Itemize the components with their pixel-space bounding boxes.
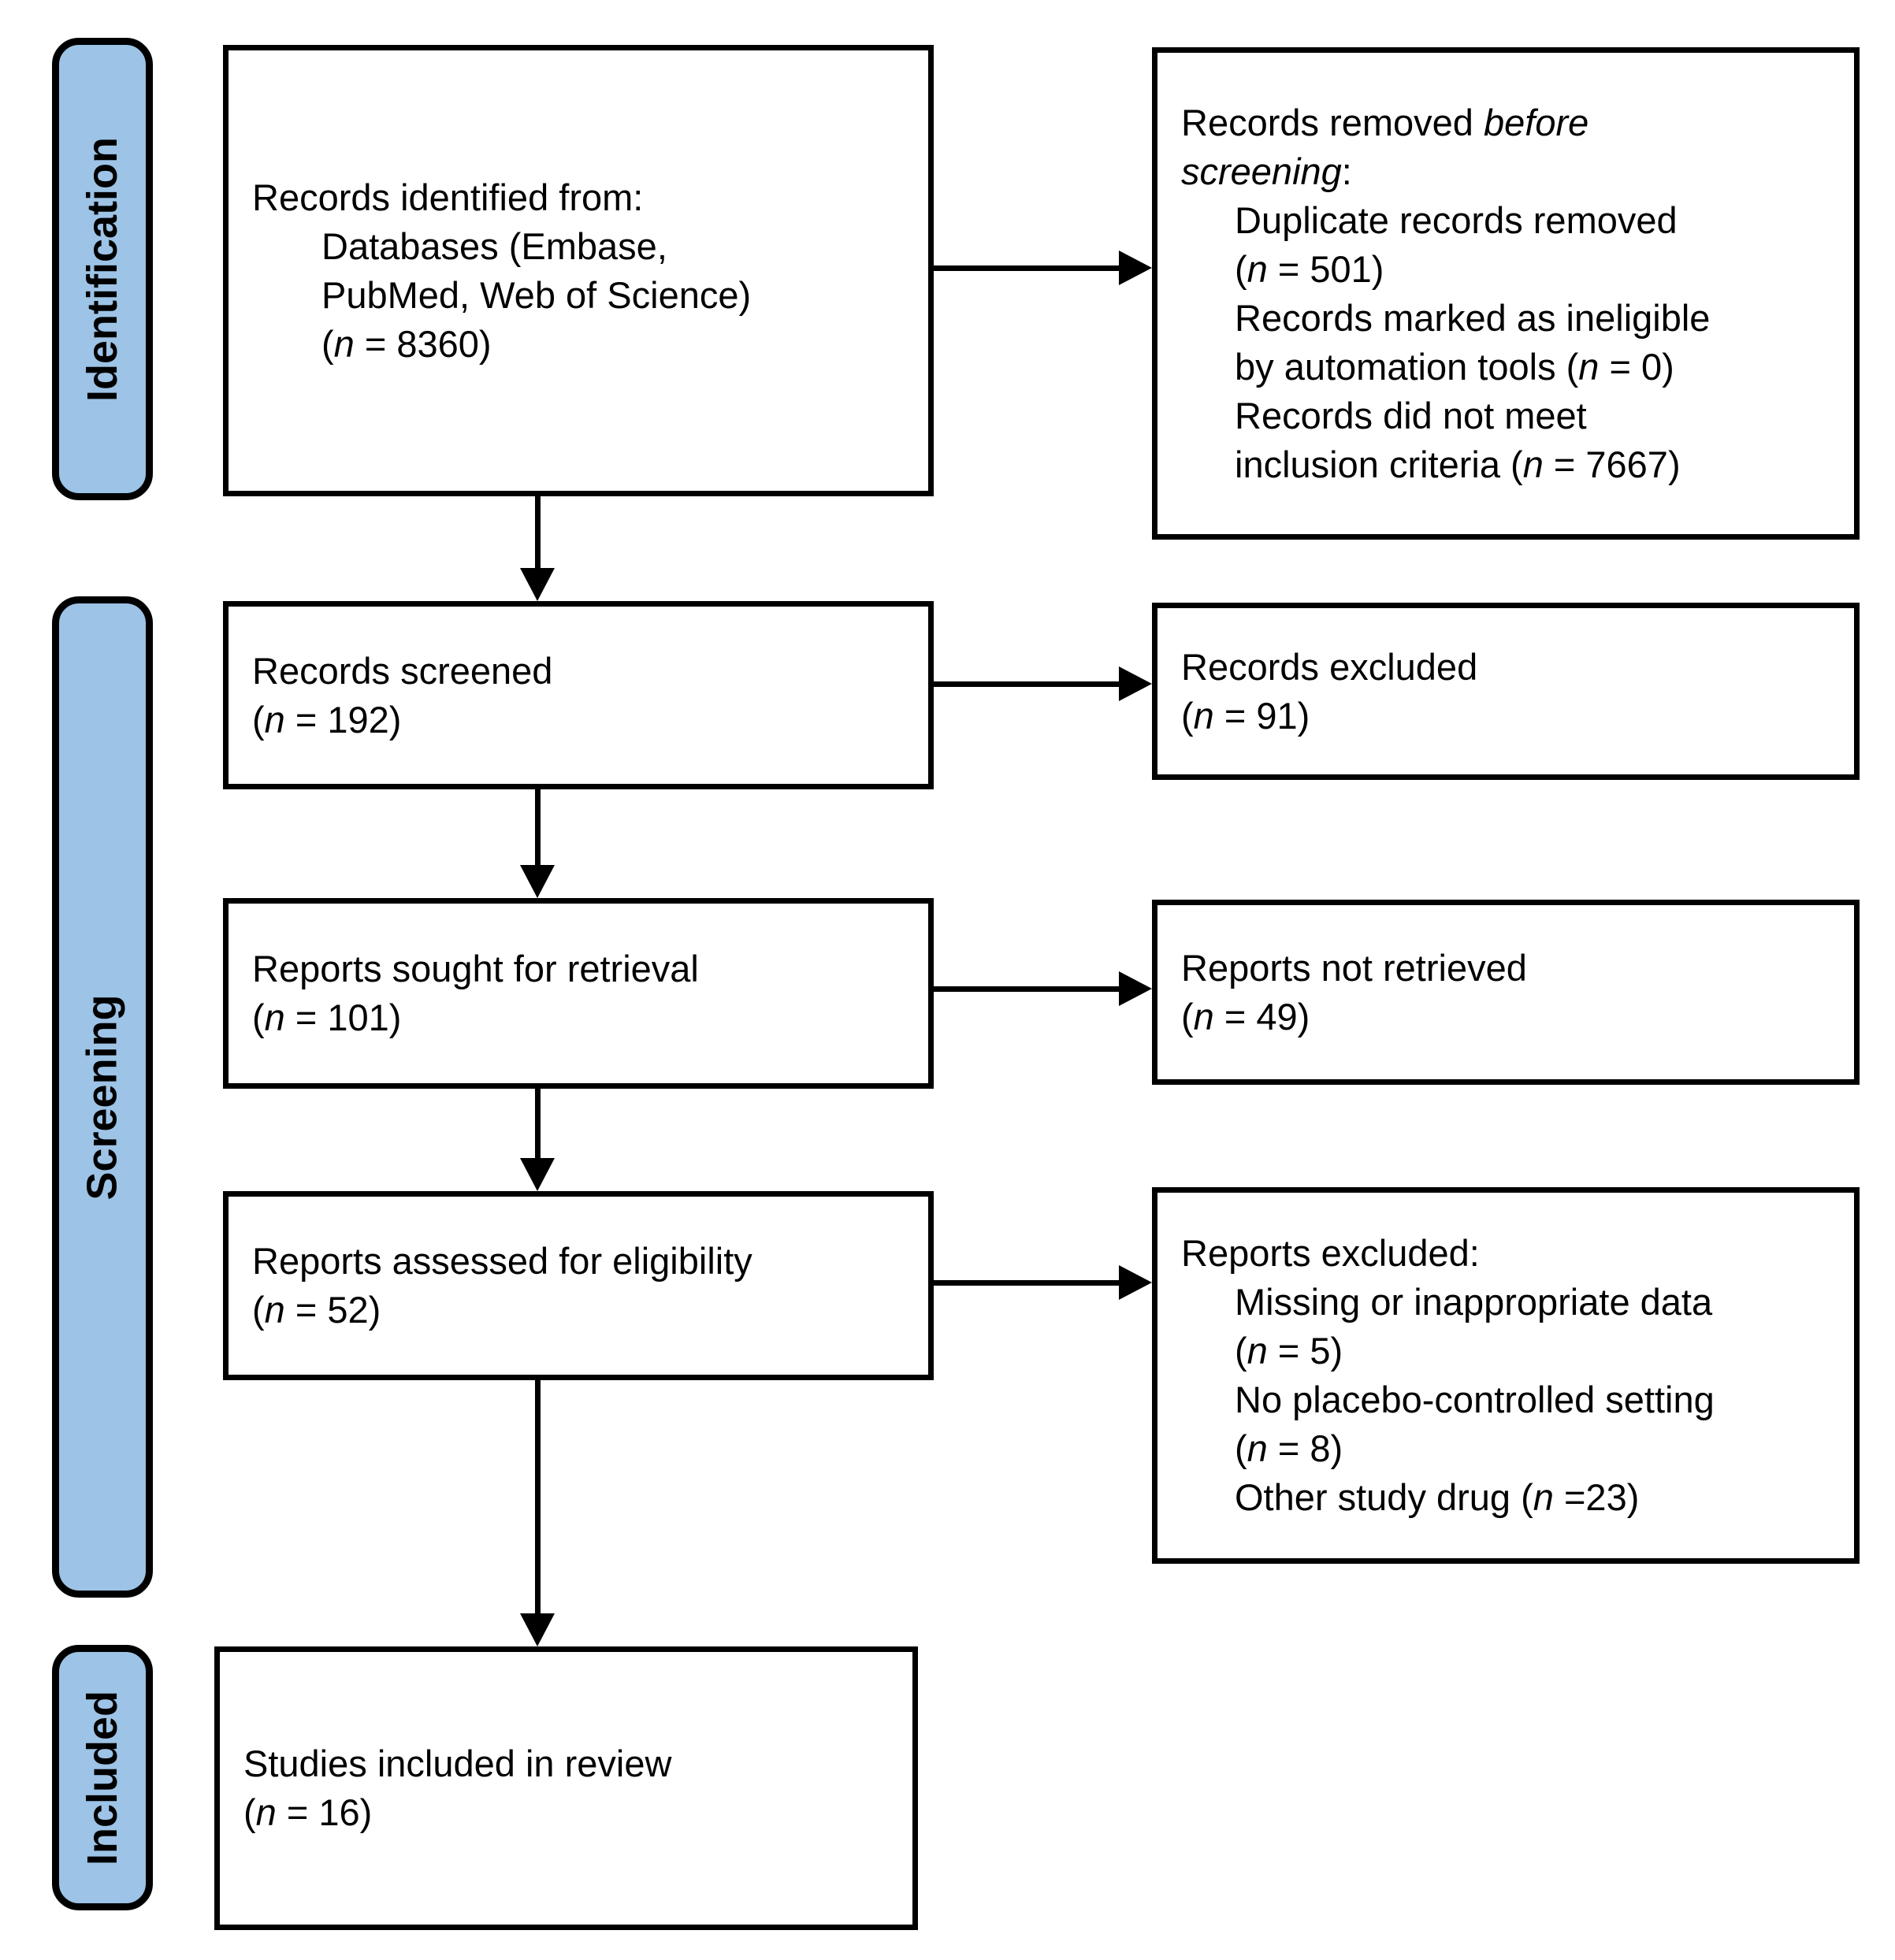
stage-bar-identification: Identification	[52, 38, 153, 500]
arrow-head-right-icon	[1119, 251, 1152, 285]
text-line: (n = 16)	[243, 1791, 373, 1833]
arrow-shaft	[534, 496, 541, 568]
text-line: PubMed, Web of Science)	[321, 273, 752, 316]
arrow-screened-to-excluded	[934, 666, 1152, 701]
stage-label-identification: Identification	[79, 136, 126, 402]
box-reports-excluded: Reports excluded: Missing or inappropriat…	[1152, 1187, 1860, 1564]
text-line: (n = 91)	[1181, 694, 1310, 737]
text-line: Records marked as ineligible	[1235, 296, 1711, 339]
text-line: Other study drug (n =23)	[1235, 1476, 1640, 1518]
text-line: by automation tools (n = 0)	[1235, 345, 1674, 388]
text-line: Databases (Embase,	[321, 225, 667, 267]
arrow-identified-to-screened	[520, 496, 555, 601]
text-line: screening:	[1181, 150, 1352, 192]
box-studies-included: Studies included in review (n = 16)	[214, 1646, 918, 1930]
arrow-sought-to-not-retrieved	[934, 971, 1152, 1006]
text-line: (n = 5)	[1235, 1330, 1343, 1372]
text-line: Records identified from:	[252, 176, 644, 218]
box-reports-sought: Reports sought for retrieval (n = 101)	[223, 898, 934, 1089]
box-records-excluded: Records excluded (n = 91)	[1152, 603, 1860, 780]
text-line: (n = 101)	[252, 997, 402, 1038]
stage-bar-included: Included	[52, 1645, 153, 1910]
box-reports-assessed: Reports assessed for eligibility (n = 52)	[223, 1191, 934, 1380]
text-line: Reports sought for retrieval	[252, 948, 699, 989]
arrow-head-down-icon	[520, 568, 555, 601]
stage-label-screening: Screening	[79, 993, 126, 1201]
arrow-head-right-icon	[1119, 666, 1152, 701]
arrow-shaft	[934, 265, 1119, 271]
text-line: Duplicate records removed	[1235, 199, 1678, 241]
text-line: Records excluded	[1181, 645, 1478, 688]
text-line: inclusion criteria (n = 7667)	[1235, 443, 1681, 485]
arrow-screened-to-sought	[520, 789, 555, 898]
text-line: (n = 501)	[1235, 247, 1384, 290]
arrow-assessed-to-included	[520, 1380, 555, 1646]
text-line: Missing or inappropriate data	[1235, 1281, 1713, 1323]
arrow-head-down-icon	[520, 1158, 555, 1191]
arrow-head-right-icon	[1119, 971, 1152, 1006]
text-line: Records did not meet	[1235, 394, 1587, 436]
arrow-shaft	[534, 789, 541, 865]
text-line: Studies included in review	[243, 1743, 672, 1784]
text-line: Reports not retrieved	[1181, 946, 1527, 989]
text-line: No placebo-controlled setting	[1235, 1379, 1715, 1420]
arrow-shaft	[934, 1279, 1119, 1286]
arrow-sought-to-assessed	[520, 1089, 555, 1191]
text-line: (n = 49)	[1181, 995, 1310, 1038]
box-records-identified: Records identified from: Databases (Embas…	[223, 45, 934, 496]
arrow-shaft	[534, 1089, 541, 1158]
text-line: (n = 192)	[252, 698, 402, 741]
text-line: Records screened	[252, 649, 553, 692]
arrow-head-down-icon	[520, 1613, 555, 1646]
box-records-screened: Records screened (n = 192)	[223, 601, 934, 789]
text-line: Records removed before	[1181, 101, 1589, 143]
text-line: Reports excluded:	[1181, 1232, 1480, 1274]
arrow-assessed-to-excluded	[934, 1265, 1152, 1300]
box-records-removed-before-screening: Records removed before screening: Duplicat…	[1152, 47, 1860, 540]
stage-label-included: Included	[79, 1690, 127, 1865]
text-line: (n = 8360)	[321, 322, 492, 365]
arrow-shaft	[934, 681, 1119, 687]
arrow-shaft	[934, 986, 1119, 992]
arrow-identified-to-removed	[934, 251, 1152, 285]
arrow-head-right-icon	[1119, 1265, 1152, 1300]
stage-bar-screening: Screening	[52, 596, 153, 1598]
arrow-shaft	[534, 1380, 541, 1613]
text-line: Reports assessed for eligibility	[252, 1240, 752, 1282]
text-line: (n = 52)	[252, 1289, 381, 1331]
text-line: (n = 8)	[1235, 1427, 1343, 1469]
arrow-head-down-icon	[520, 865, 555, 898]
box-reports-not-retrieved: Reports not retrieved (n = 49)	[1152, 900, 1860, 1085]
